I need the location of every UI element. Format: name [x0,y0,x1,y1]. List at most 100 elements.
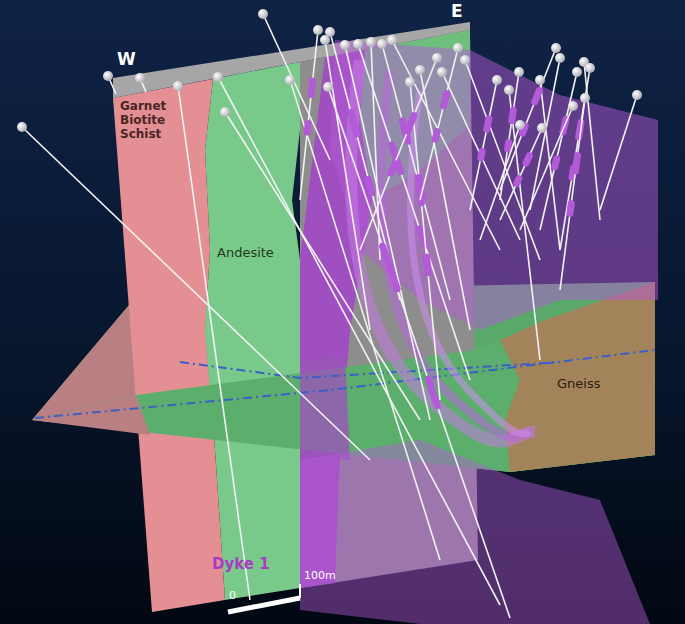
drill-collar [323,82,333,92]
drill-trace [560,98,585,290]
drill-trace [465,60,540,260]
drill-trace [560,68,590,250]
drill-collar [220,107,230,117]
drill-trace [178,86,250,600]
drill-collar [535,75,545,85]
drill-trace [442,72,520,240]
direction-label: W [117,50,136,70]
drill-collar [580,93,590,103]
drill-collar [353,39,363,49]
drill-collar [453,43,463,53]
drill-collar [377,39,387,49]
dyke-sheet [381,70,532,437]
drill-trace [225,112,420,420]
drill-collar [572,67,582,77]
drill-collar [432,53,442,63]
drill-collar [504,85,514,95]
dyke-intercept [526,156,529,163]
dyke-intercept [555,159,557,167]
dyke-intercept [535,91,539,102]
drill-collar [537,123,547,133]
drill-trace [392,40,500,250]
dyke-intercept [304,124,312,133]
drill-trace [509,90,540,360]
drill-collar [340,40,350,50]
drill-collar [258,9,268,19]
schist-plan [32,395,150,435]
drill-collar [173,81,183,91]
dyke-label: Dyke 1 [212,556,270,573]
dashed-contact [180,362,560,378]
dyke-intercept [481,152,482,159]
unit-label: Andesite [217,246,274,261]
dyke-sheet [351,60,535,442]
drill-collar [514,67,524,77]
dyke-intercept [435,132,437,140]
dyke-intercept [570,204,571,214]
drill-trace [263,14,330,160]
scale-label: 0 [229,590,236,603]
drill-trace [325,40,370,330]
drill-trace [345,45,430,420]
drill-collar [515,120,525,130]
drill-trace [420,70,470,330]
dyke-intercept [576,156,578,171]
drill-collar [632,90,642,100]
drill-trace [360,58,437,250]
drill-collar [285,75,295,85]
dyke-intercept [517,179,519,184]
scale-bar [228,598,300,612]
drill-collar [555,53,565,63]
dyke-surface [300,440,650,624]
drill-trace [22,127,370,460]
drill-collar [17,122,27,132]
drill-trace [328,87,510,618]
drill-collar [492,75,502,85]
dyke-intercept [444,94,447,106]
drill-collar [387,35,397,45]
drill-collar [405,77,415,87]
drill-collar [313,25,323,35]
drill-collar [437,67,447,77]
dyke-intercept [408,116,414,131]
drill-collar [103,71,113,81]
unit-label: Gneiss [557,377,600,392]
dyke-intercept [383,246,398,288]
scale-label: 100m [304,570,336,583]
direction-label: E [451,2,463,22]
drill-trace [470,80,497,210]
dyke-intercept [487,119,489,129]
dyke-intercept [427,257,429,273]
dyke-intercept [369,179,373,192]
drill-trace [300,30,318,200]
dyke-intercept [428,379,437,406]
drill-trace [520,106,573,230]
drill-trace [410,82,440,400]
drill-trace [480,125,520,240]
drill-collar [325,27,335,37]
dyke-intercept [512,110,514,120]
drill-collar [551,43,561,53]
dyke-plan [300,355,350,460]
drill-trace [500,128,542,220]
drill-collar [135,73,145,83]
drill-trace [420,48,458,200]
dyke-intercept [351,112,357,133]
drill-collar [366,37,376,47]
dyke-intercept [311,81,312,95]
drill-collar [415,65,425,75]
drill-trace [540,72,577,230]
dashed-contact [35,350,655,418]
schist-section [113,79,225,612]
drill-collar [213,72,223,82]
unit-label: Garnet Biotite Schist [120,100,176,141]
drill-trace [530,58,560,210]
dyke-sheet [411,90,530,436]
drill-holes [17,9,642,618]
drill-trace [600,95,637,210]
drill-collar [568,101,578,111]
drill-trace [290,80,440,560]
drill-collar [460,55,470,65]
drill-collar [585,63,595,73]
